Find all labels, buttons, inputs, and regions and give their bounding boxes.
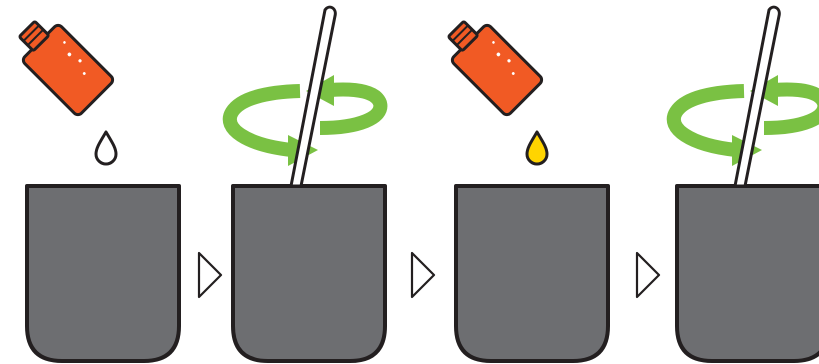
right-triangle-arrow-icon <box>635 251 661 299</box>
step-2 <box>222 5 388 363</box>
cup-2 <box>231 184 387 363</box>
bottle-icon <box>7 9 117 119</box>
cup-1 <box>25 184 181 363</box>
cup-4 <box>675 184 819 363</box>
cup-3 <box>454 184 610 363</box>
bottle-icon <box>436 9 546 119</box>
right-triangle-arrow-icon <box>197 251 223 299</box>
right-triangle-arrow-icon <box>410 251 436 299</box>
step-4 <box>666 5 819 363</box>
drop-icon-clear <box>94 130 118 166</box>
drop-icon-yellow <box>525 130 549 166</box>
step-1 <box>7 9 181 363</box>
step-3 <box>436 9 610 363</box>
